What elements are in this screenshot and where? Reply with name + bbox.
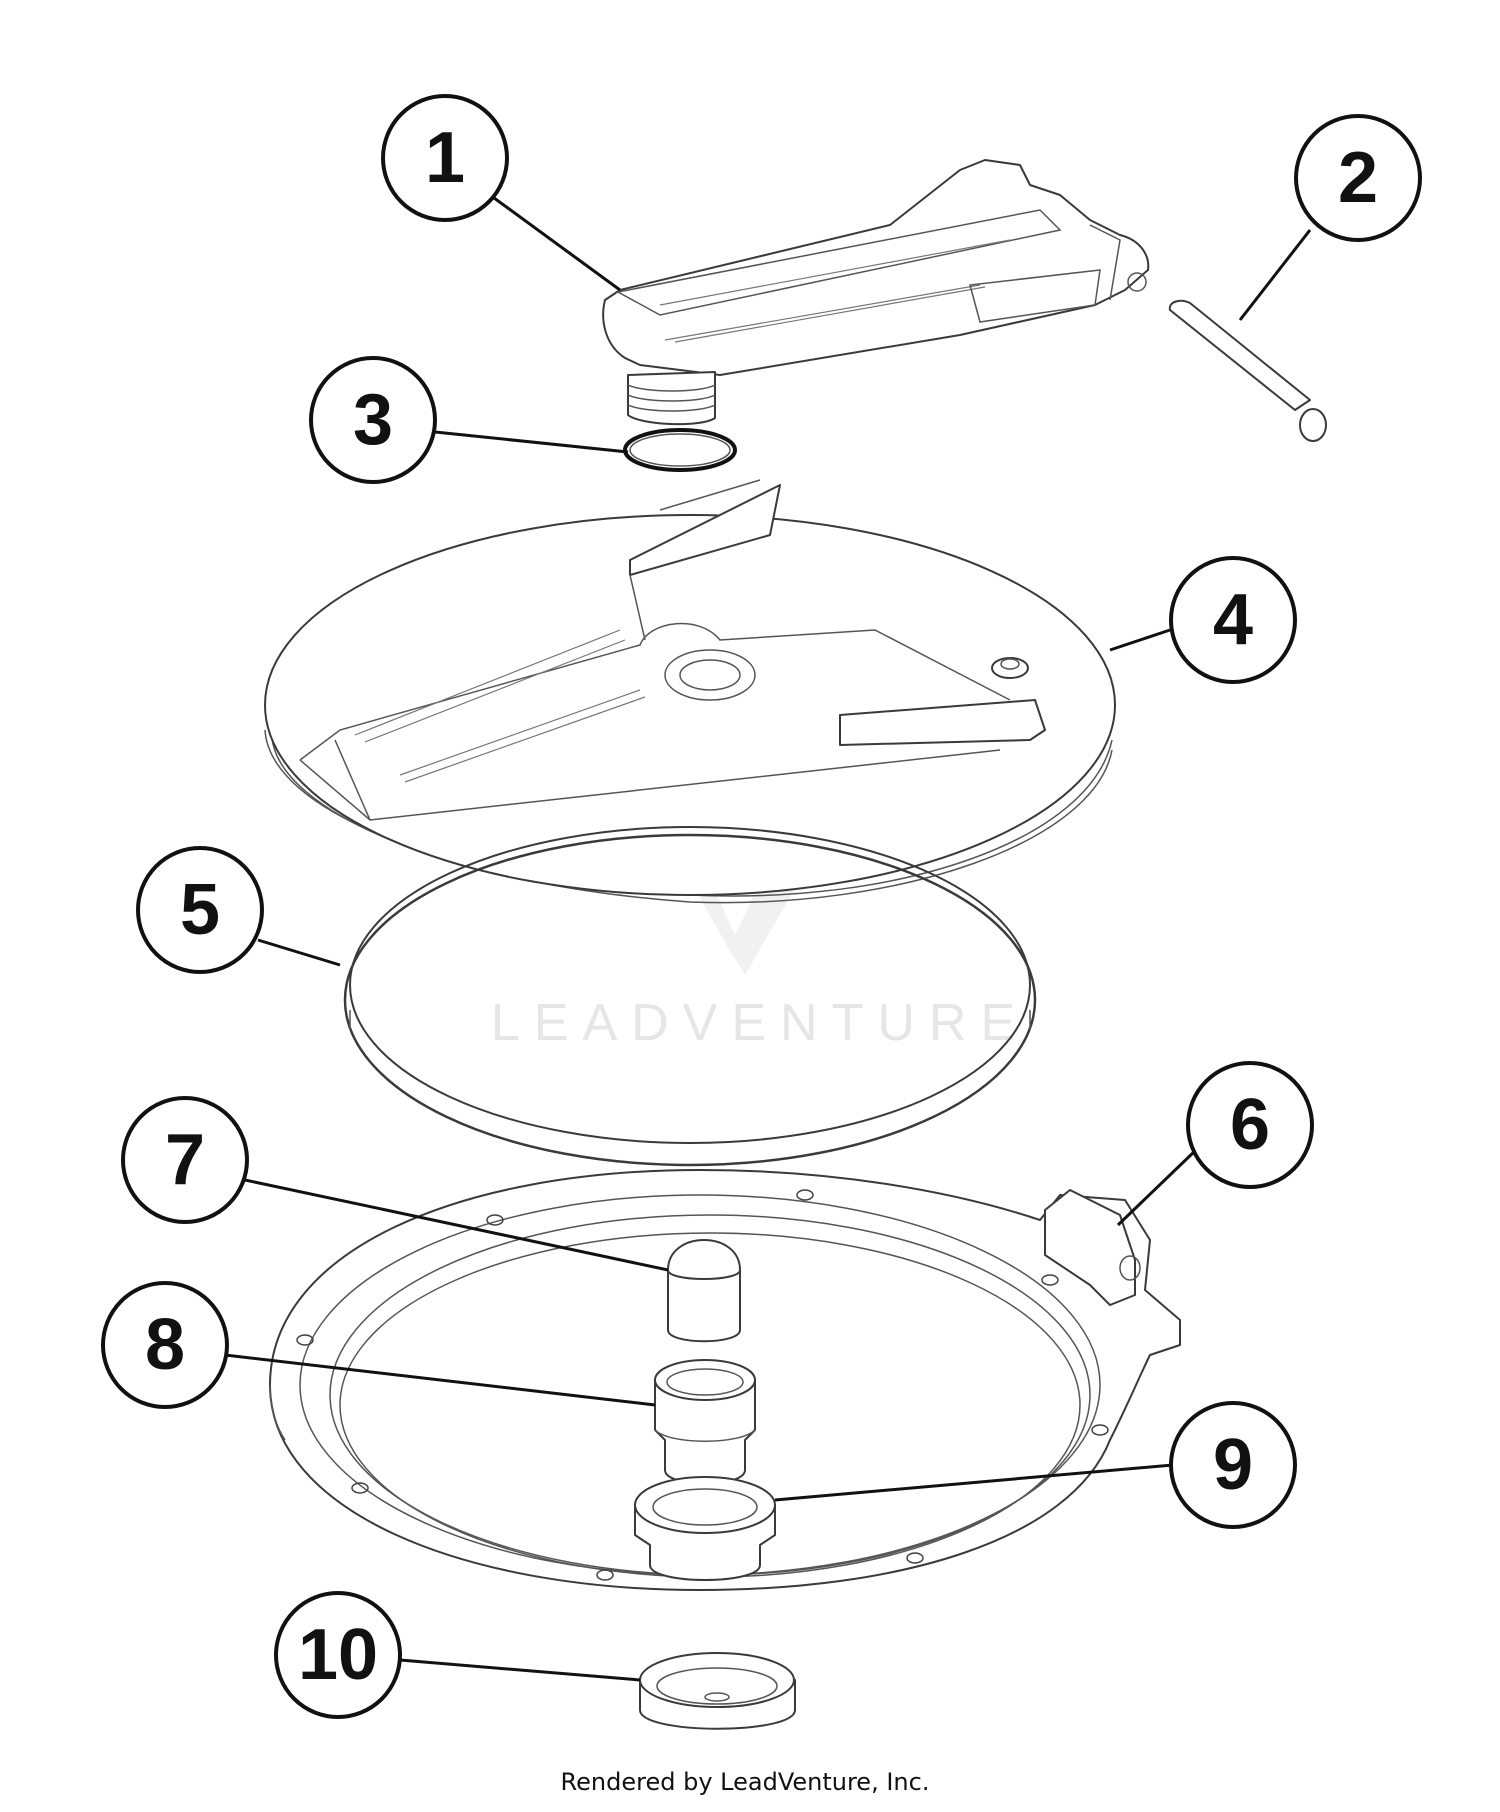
callout-9: 9: [1169, 1401, 1297, 1529]
part-7-cap: [667, 1239, 741, 1343]
leader-line-6: [1116, 1148, 1198, 1227]
leader-line-3: [434, 430, 629, 454]
callout-2: 2: [1294, 114, 1422, 242]
part-1-handle: [602, 159, 1150, 426]
callout-4-label: 4: [1213, 580, 1253, 660]
leader-line-5: [257, 938, 341, 967]
base-ring-bolt-holes: [296, 1189, 1109, 1581]
leader-line-1: [489, 193, 621, 292]
callout-4: 4: [1169, 556, 1297, 684]
leader-line-8: [224, 1353, 656, 1407]
watermark-text: LEADVENTURE: [491, 994, 1029, 1052]
callout-2-label: 2: [1338, 138, 1378, 218]
leader-line-2: [1238, 229, 1312, 321]
callout-10-label: 10: [298, 1615, 378, 1695]
callout-1: 1: [381, 94, 509, 222]
callout-6: 6: [1186, 1061, 1314, 1189]
leader-line-10: [399, 1658, 641, 1682]
callout-5-label: 5: [180, 870, 220, 950]
leader-line-9: [774, 1463, 1174, 1502]
callout-3: 3: [309, 356, 437, 484]
part-4-lid: [264, 479, 1116, 904]
part-9-bearing-cup: [634, 1476, 776, 1581]
part-3-o-ring: [623, 428, 737, 472]
callout-8-label: 8: [145, 1305, 185, 1385]
leader-lines: [224, 193, 1312, 1682]
callout-9-label: 9: [1213, 1425, 1253, 1505]
callout-1-label: 1: [425, 118, 465, 198]
callout-3-label: 3: [353, 380, 393, 460]
leader-line-4: [1109, 628, 1171, 652]
leader-line-7: [244, 1178, 669, 1272]
part-10-cup: [639, 1652, 796, 1730]
part-2-pin: [1168, 299, 1327, 442]
callout-7-label: 7: [165, 1120, 205, 1200]
part-8-bushing: [654, 1359, 756, 1485]
callout-10: 10: [274, 1591, 402, 1719]
part-5-gasket: [343, 826, 1037, 1167]
watermark: LEADVENTURE: [491, 778, 1029, 1052]
callout-7: 7: [121, 1096, 249, 1224]
footer-credit: Rendered by LeadVenture, Inc.: [561, 1768, 930, 1796]
callout-8: 8: [101, 1281, 229, 1409]
callout-5: 5: [136, 846, 264, 974]
callout-6-label: 6: [1230, 1085, 1270, 1165]
